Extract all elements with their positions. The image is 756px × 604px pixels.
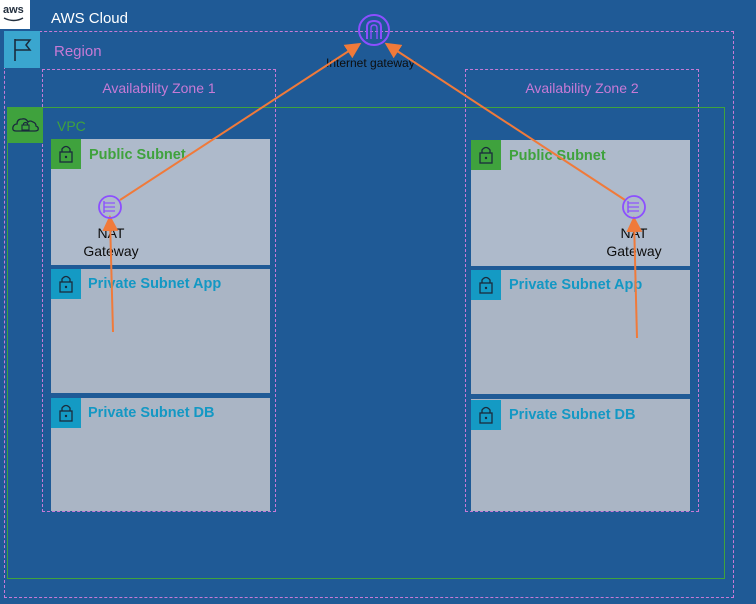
private-app-subnet-az2-title: Private Subnet App (509, 277, 643, 293)
internet-gateway-label: Internet gateway (326, 56, 415, 70)
internet-gateway-icon (358, 14, 390, 46)
arrow-nat2-to-igw (384, 42, 626, 201)
private-app-subnet-az1 (51, 269, 270, 393)
availability-zone-1-title: Availability Zone 1 (102, 80, 216, 96)
private-db-subnet-az2-title: Private Subnet DB (509, 407, 636, 423)
region-title: Region (54, 43, 102, 60)
nat-gateway-az2-icon (622, 195, 646, 219)
public-subnet-az1 (51, 139, 270, 265)
arrow-app2-to-nat2 (626, 216, 643, 339)
lock-icon (471, 400, 501, 430)
public-subnet-az1-title: Public Subnet (89, 147, 186, 163)
private-db-subnet-az1 (51, 398, 270, 511)
vpc-group (7, 107, 725, 579)
availability-zone-2-title: Availability Zone 2 (525, 80, 639, 96)
nat-gateway-az1-icon (98, 195, 122, 219)
aws-logo: aws (0, 0, 30, 29)
region-flag-icon (4, 31, 40, 68)
arrow-app1-to-nat1 (102, 215, 119, 333)
availability-zone-1 (42, 69, 276, 512)
private-app-subnet-az2 (471, 270, 690, 394)
vpc-title: VPC (57, 118, 86, 134)
arrow-nat1-to-igw (119, 42, 362, 201)
lock-icon (471, 270, 501, 300)
aws-logo-text: aws (3, 4, 24, 16)
lock-icon (51, 269, 81, 299)
lock-icon (51, 139, 81, 169)
aws-cloud-title: AWS Cloud (51, 10, 128, 27)
private-app-subnet-az1-title: Private Subnet App (88, 276, 222, 292)
vpc-cloud-icon (7, 107, 43, 143)
lock-icon (51, 398, 81, 428)
private-db-subnet-az1-title: Private Subnet DB (88, 405, 215, 421)
region-group (4, 31, 734, 598)
public-subnet-az2 (471, 140, 690, 266)
aws-smile-icon (3, 17, 24, 22)
private-db-subnet-az2 (471, 399, 690, 511)
availability-zone-2 (465, 69, 699, 512)
lock-icon (471, 140, 501, 170)
